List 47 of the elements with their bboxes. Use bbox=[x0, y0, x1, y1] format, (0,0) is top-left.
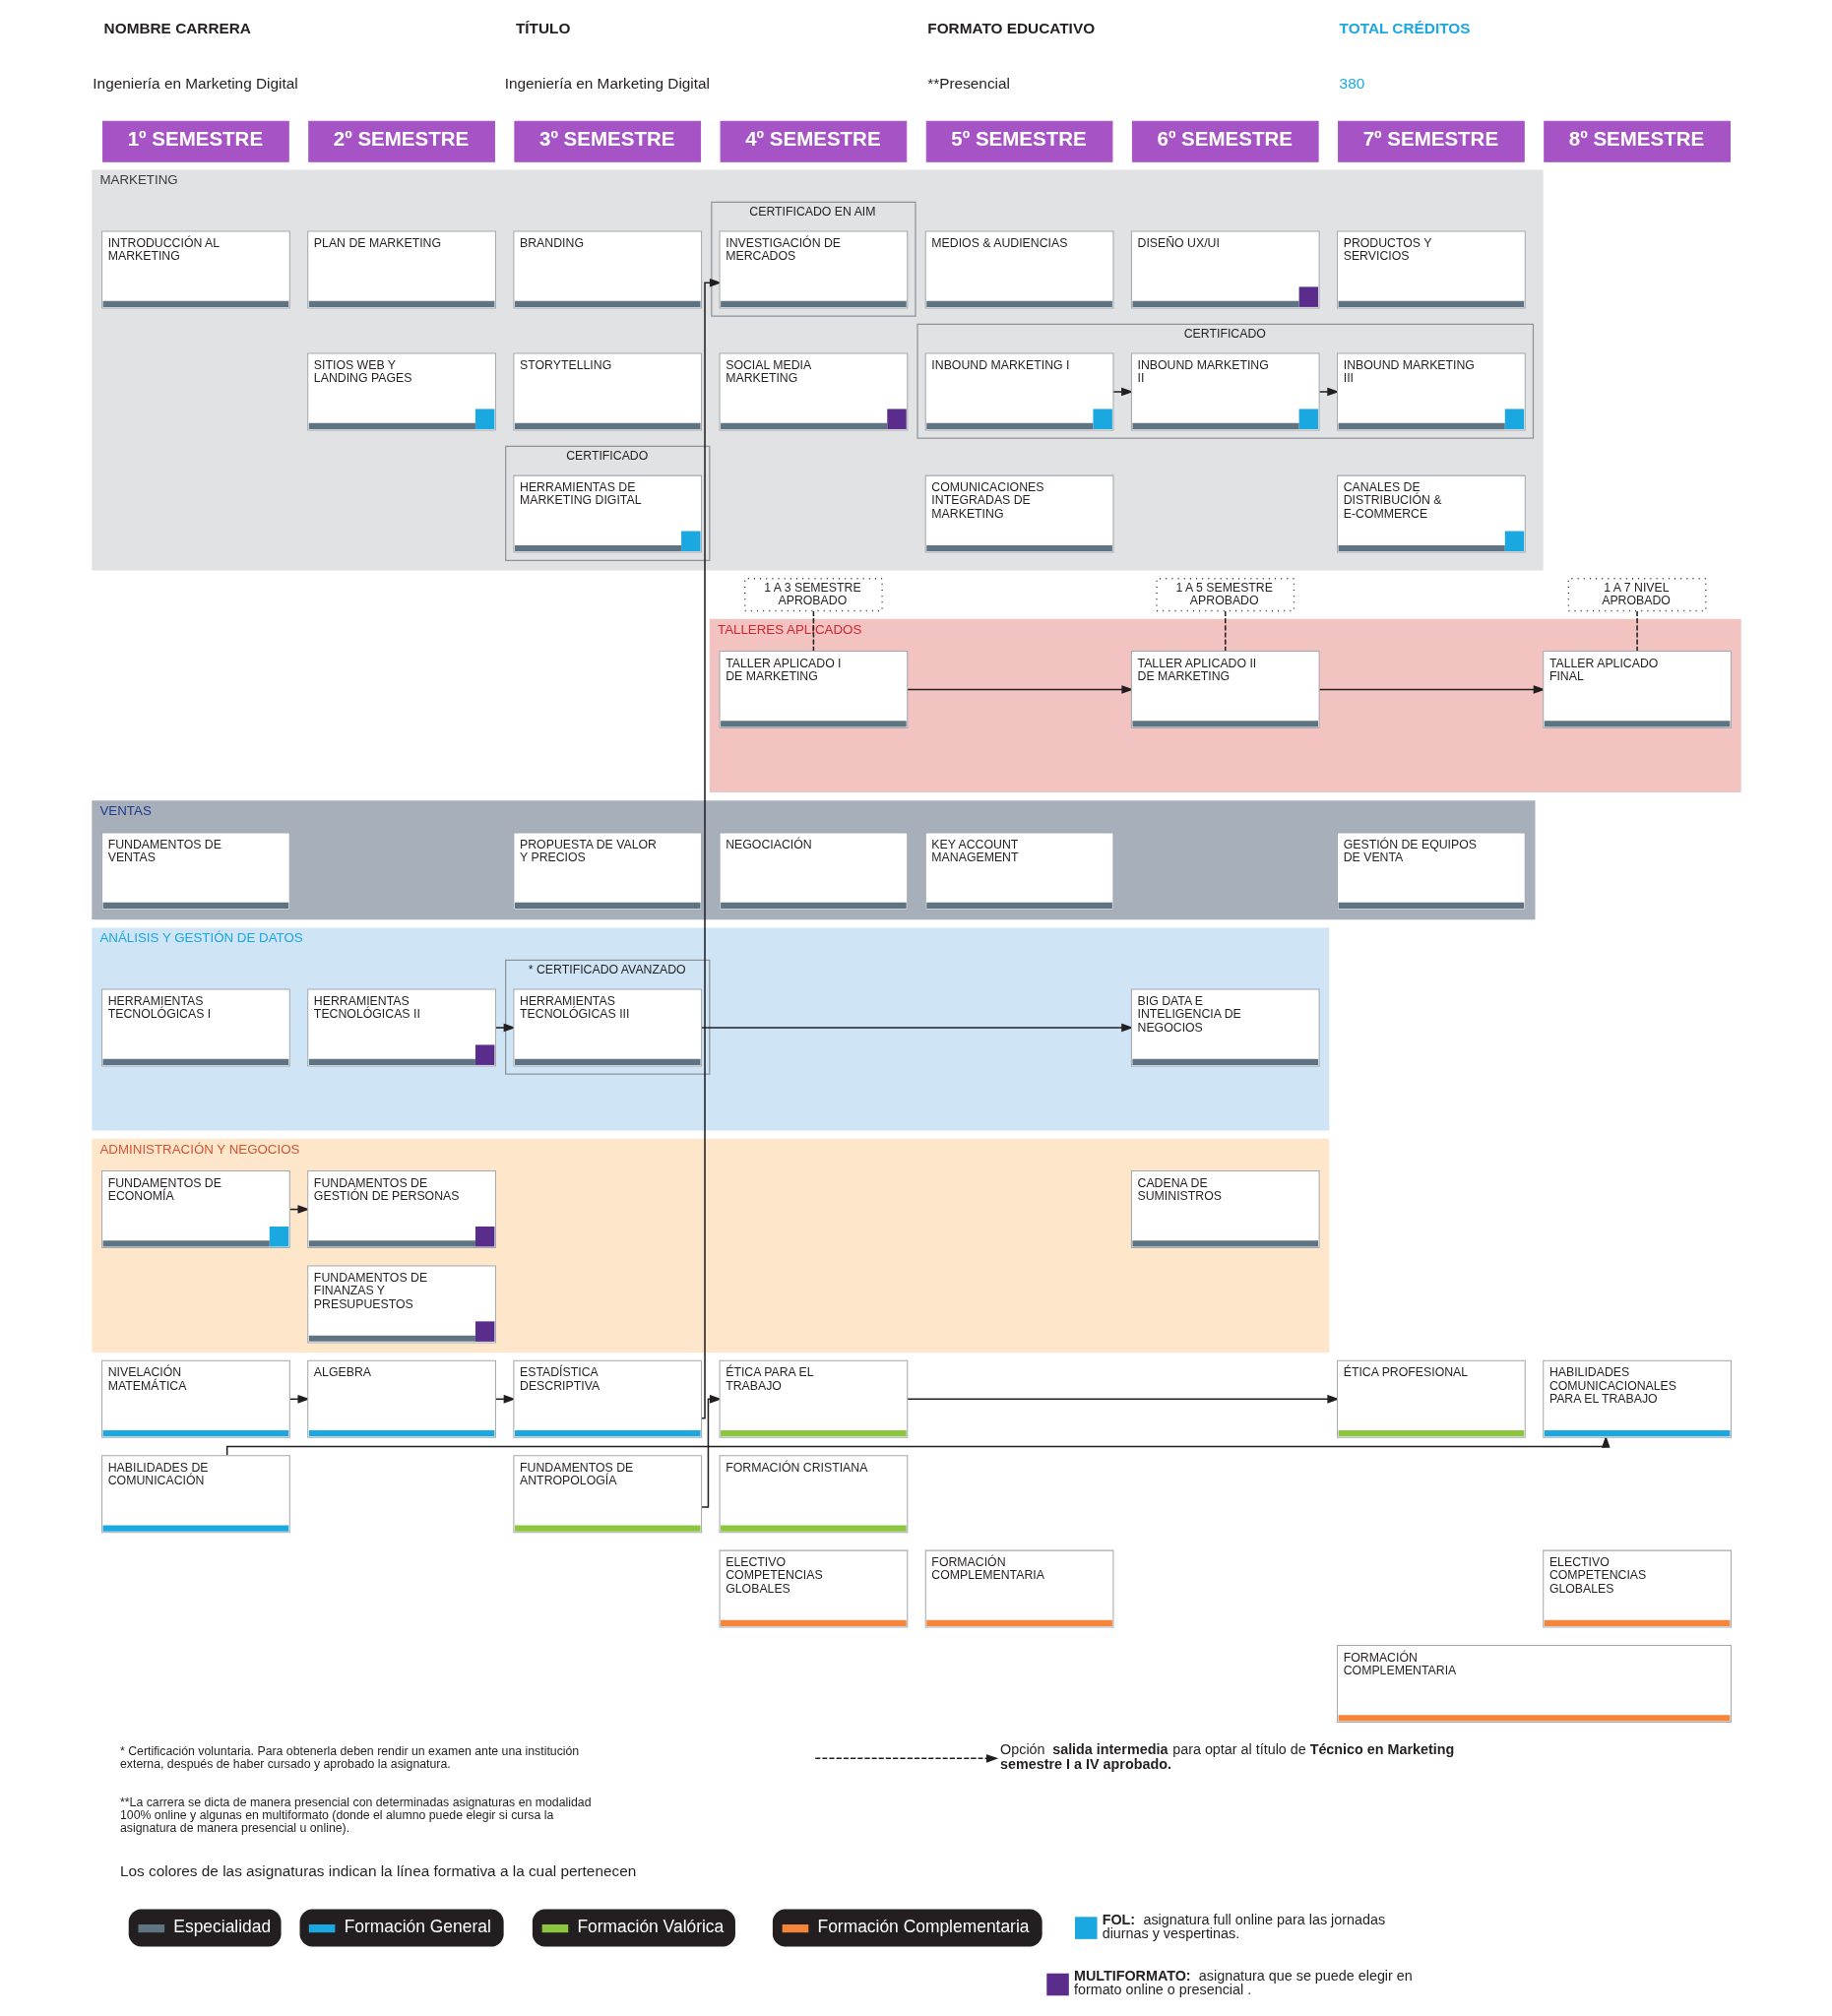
node-text: ÉTICA PARA EL TRABAJO bbox=[725, 1365, 814, 1393]
node-box: 3º SEMESTRE bbox=[513, 120, 701, 162]
node-box: 1º SEMESTRE bbox=[101, 120, 289, 162]
label: FORMATO EDUCATIVO bbox=[926, 20, 1095, 37]
label: * Certificación voluntaria. Para obtenerla deben rendir un examen ante una institución externa, después de haber cursado y aprobado la asignatura. bbox=[119, 1743, 579, 1772]
node-box: 8º SEMESTRE bbox=[1543, 120, 1731, 162]
node-text: ESTADÍSTICA DESCRIPTIVA bbox=[519, 1365, 600, 1393]
arrow bbox=[814, 1754, 998, 1763]
node-box: 7º SEMESTRE bbox=[1337, 120, 1525, 162]
legend-label: Formación Complementaria bbox=[817, 1917, 1029, 1937]
node-text: Opción salida intermedia para optar al título de Técnico en Marketing semestre I a IV aprobado. bbox=[999, 1741, 1454, 1772]
arrow bbox=[700, 1395, 722, 1508]
node-box: 4º SEMESTRE bbox=[720, 120, 907, 162]
legend-label: Formación Valórica bbox=[576, 1917, 724, 1937]
node-box: 2º SEMESTRE bbox=[307, 120, 495, 162]
arrow bbox=[1317, 387, 1340, 397]
label: 380 bbox=[1339, 75, 1364, 93]
label: **Presencial bbox=[926, 75, 1010, 93]
node-text: HABILIDADES COMUNICACIONALES PARA EL TRABAJO bbox=[1548, 1365, 1676, 1407]
node-box: 1 A 5 SEMESTRE APROBADO bbox=[1155, 578, 1295, 612]
legend-label: MULTIFORMATO: asignatura que se puede elegir en formato online o presencial . bbox=[1073, 1968, 1413, 1998]
arrow bbox=[906, 685, 1134, 694]
legend-label: Formación General bbox=[344, 1917, 491, 1937]
legend-label: Especialidad bbox=[172, 1917, 271, 1937]
node-text: ÉTICA PROFESIONAL bbox=[1343, 1365, 1468, 1380]
label: Los colores de las asignaturas indican la línea formativa a la cual pertenecen bbox=[119, 1862, 636, 1880]
node-box: 6º SEMESTRE bbox=[1131, 120, 1319, 162]
node-box: 5º SEMESTRE bbox=[925, 120, 1112, 162]
label: Ingeniería en Marketing Digital bbox=[504, 75, 710, 93]
connector bbox=[812, 610, 814, 653]
label: TOTAL CRÉDITOS bbox=[1339, 20, 1470, 37]
label: Ingeniería en Marketing Digital bbox=[92, 75, 298, 93]
arrow bbox=[700, 279, 722, 1419]
arrow bbox=[494, 1023, 516, 1033]
arrow bbox=[1317, 685, 1546, 694]
node-box: 1 A 7 NIVEL APROBADO bbox=[1567, 578, 1707, 612]
label: **La carrera se dicta de manera presencial con determinadas asignaturas en modalidad 100% online y algunas en multiformato (donde el alumno puede elegir si cursa la asignatura de manera presencial u online). bbox=[119, 1795, 592, 1836]
legend-label: FOL: asignatura full online para las jornadas diurnas y vespertinas. bbox=[1102, 1911, 1385, 1942]
arrow bbox=[906, 1395, 1340, 1404]
label: NOMBRE CARRERA bbox=[103, 20, 251, 37]
connector bbox=[1635, 610, 1638, 653]
arrow bbox=[700, 1023, 1133, 1033]
node-box: 1 A 3 SEMESTRE APROBADO bbox=[743, 578, 883, 612]
node-text: ALGEBRA bbox=[313, 1365, 371, 1380]
connector bbox=[1224, 610, 1226, 653]
label: TÍTULO bbox=[515, 20, 570, 37]
arrow bbox=[1111, 387, 1133, 397]
